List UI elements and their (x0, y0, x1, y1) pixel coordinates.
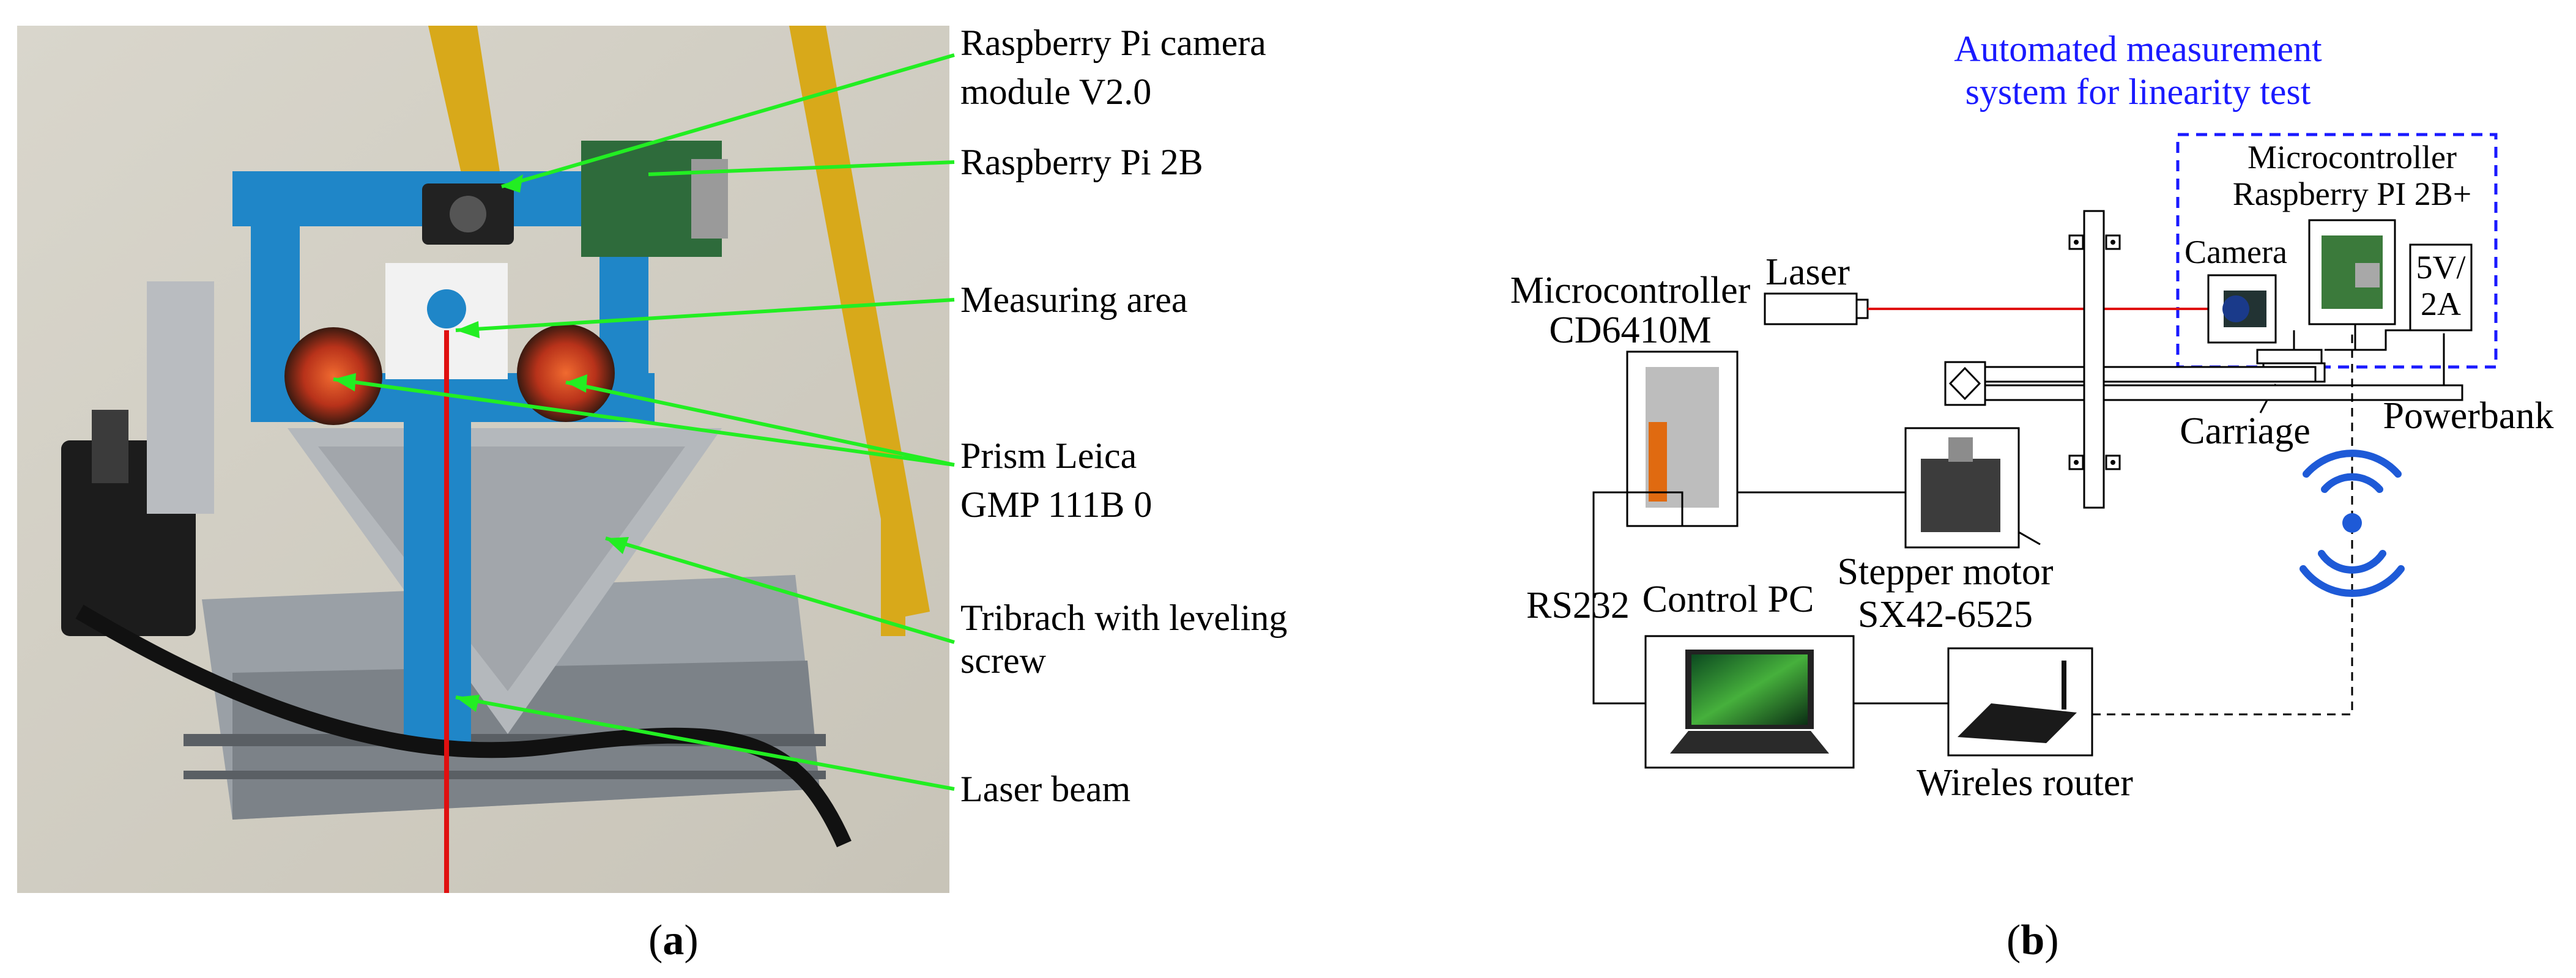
label-power-line1: 5V/ (2416, 249, 2466, 286)
label-measuring-area: Measuring area (960, 280, 1187, 320)
prism-right (517, 324, 615, 422)
rail-slot-2 (184, 771, 826, 779)
label-stepper-line1: Stepper motor (1838, 551, 2054, 593)
callout-laser-beam (455, 695, 955, 791)
arrowhead-tribrach (606, 537, 629, 554)
callout-prism-left (333, 377, 955, 467)
stepper-leader (2018, 531, 2041, 546)
left-post (147, 281, 214, 514)
callout-measuring-area (455, 298, 955, 332)
tripod-leg-lower (881, 489, 905, 636)
label-prism-line2: GMP 111B 0 (960, 484, 1152, 525)
stepper-shaft-icon (1948, 437, 1973, 462)
cd6410m-terminal (1649, 422, 1667, 502)
vertical-column (2083, 210, 2105, 509)
label-rs232: RS232 (1526, 585, 1630, 626)
laptop-base-icon (1670, 731, 1829, 754)
router-icon (1958, 703, 2077, 743)
label-camera-module-line1: Raspberry Pi camera (960, 23, 1266, 63)
tripod-leg-left (428, 26, 502, 190)
rs232-link (1592, 491, 1683, 705)
panel-a-labels: Raspberry Pi camera module V2.0 Raspberr… (960, 23, 1287, 809)
wifi-dot (2342, 513, 2362, 533)
arrowhead-camera-module (502, 174, 523, 193)
cable (75, 604, 852, 848)
caption-a-close: ) (684, 917, 698, 964)
label-power-line2: 2A (2421, 286, 2461, 322)
column-bolt-dot-4 (2110, 460, 2115, 465)
label-laser-beam: Laser beam (960, 769, 1130, 809)
laser-aperture (1855, 298, 1869, 319)
label-laser: Laser (1765, 251, 1850, 293)
rail-end-icon (1948, 366, 1981, 401)
label-pi-2b: Raspberry Pi 2B (960, 142, 1203, 182)
caption-b-close: ) (2044, 917, 2058, 964)
label-mc-pi-line1: Microcontroller (2248, 139, 2457, 176)
caption-a: (a) (648, 917, 699, 964)
caption-a-open: ( (648, 917, 663, 964)
rail-upper (1984, 366, 2317, 383)
label-mc-cd-line2: CD6410M (1549, 309, 1711, 351)
callout-tribrach (605, 536, 955, 644)
label-camera-module-line2: module V2.0 (960, 72, 1151, 112)
callout-prism-right (565, 380, 955, 467)
blue-frame-stem (404, 422, 471, 746)
router-antenna-icon (2062, 661, 2066, 709)
power-to-carriage (2325, 329, 2410, 351)
column-bolt-dot-1 (2074, 240, 2079, 245)
power-supply-box (2409, 243, 2473, 332)
label-mc-cd-line1: Microcontroller (1510, 270, 1751, 311)
arrowhead-prism-right (566, 374, 587, 393)
arrowhead-laser-beam (456, 695, 480, 712)
caption-b: (b) (2006, 917, 2059, 964)
label-tribrach-line2: screw (960, 640, 1047, 681)
diagram-title-line2: system for linearity test (1965, 72, 2311, 112)
label-mc-pi-line2: Raspberry PI 2B+ (2233, 176, 2471, 212)
arrowhead-prism-left (333, 373, 356, 391)
diagram-panel-b: Automated measurement system for lineari… (1510, 29, 2554, 804)
wifi-arc-top-1 (2321, 473, 2383, 493)
carriage-top (2256, 349, 2323, 365)
prism-left (284, 327, 382, 425)
label-tribrach-line1: Tribrach with leveling (960, 598, 1287, 638)
wifi-arc-bottom-1 (2318, 550, 2386, 574)
label-control-pc: Control PC (1642, 579, 1814, 620)
diagram-title-line1: Automated measurement (1954, 29, 2322, 69)
target-hole (427, 289, 466, 328)
callout-camera-module (501, 53, 955, 188)
label-prism-line1: Prism Leica (960, 435, 1137, 476)
tripod-leg-right (789, 26, 930, 618)
wifi-icon (2299, 450, 2405, 597)
pi-port-icon (2355, 263, 2380, 287)
callout-arrowheads (333, 174, 629, 712)
stepper-icon (1921, 459, 2000, 532)
label-carriage: Carriage (2180, 410, 2310, 452)
camera-lens-icon (2222, 295, 2249, 322)
caption-b-letter: b (2021, 917, 2044, 964)
rail-lower (1984, 384, 2463, 401)
column-bolt-dot-2 (2110, 240, 2115, 245)
label-powerbank: Powerbank (2383, 395, 2554, 437)
label-camera: Camera (2184, 234, 2287, 270)
caption-b-open: ( (2006, 917, 2021, 964)
laptop-screen-icon (1691, 654, 1808, 725)
arrowhead-measuring-area (456, 321, 480, 338)
wifi-arc-top-2 (2303, 450, 2402, 478)
laser-device (1764, 292, 1858, 325)
column-bolt-dot-3 (2074, 460, 2079, 465)
left-clamp-knob (92, 410, 128, 483)
callout-pi-2b (648, 160, 955, 176)
wifi-arc-bottom-2 (2299, 565, 2405, 597)
label-router: Wireles router (1917, 762, 2133, 804)
label-stepper-line2: SX42-6525 (1858, 594, 2033, 635)
callout-lines (333, 53, 955, 791)
caption-a-letter: a (663, 917, 684, 964)
camera-lens (450, 196, 486, 232)
